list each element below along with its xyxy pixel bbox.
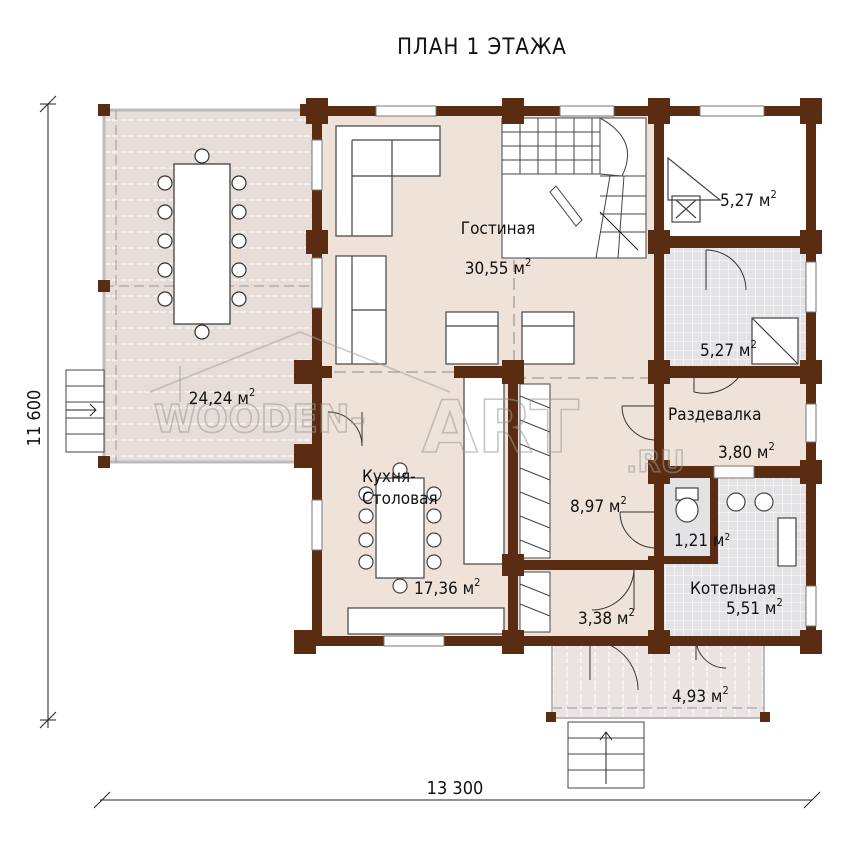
porch-area: 4,93 м2	[672, 684, 729, 707]
living-furniture	[335, 125, 575, 365]
boiler-room-area: 5,51 м2	[726, 596, 783, 619]
kitchen-area: 17,36 м2	[414, 576, 480, 599]
hall-closets	[519, 383, 551, 633]
kitchen-name-line2: Столовая	[362, 489, 438, 509]
terrace-area: 24,24 м2	[189, 386, 255, 409]
dimension-lines	[39, 95, 821, 809]
kitchen-furniture	[347, 375, 505, 635]
bathroom-area: 5,27 м2	[700, 338, 757, 361]
wc-area: 1,21 м2	[674, 531, 730, 551]
dressing-room-area: 3,80 м2	[718, 440, 775, 463]
terrace-stairs	[65, 369, 105, 453]
hall-area: 8,97 м2	[570, 494, 627, 517]
plan-title: ПЛАН 1 ЭТАЖА	[397, 35, 567, 60]
height-dimension-label: 11 600	[24, 390, 45, 447]
dressing-room-name: Раздевалка	[668, 405, 762, 425]
watermark-middle: ART	[422, 385, 579, 469]
room-labels: Гостиная 30,55 м2 Кухня- Столовая 17,36 …	[189, 188, 783, 707]
watermark: WOODEN- ART .RU	[149, 331, 686, 481]
living-room-name: Гостиная	[461, 219, 536, 239]
room-fills	[316, 112, 810, 638]
terrace-dining-set	[157, 148, 247, 340]
width-dimension-label: 13 300	[427, 778, 484, 799]
vestibule-area: 3,38 м2	[578, 606, 635, 629]
bathroom-fixtures	[667, 156, 799, 567]
porch-stairs	[567, 721, 645, 789]
living-room-area: 30,55 м2	[465, 256, 531, 279]
terrace-posts	[98, 104, 310, 468]
watermark-left: WOODEN-	[154, 397, 366, 441]
storage-top-area: 5,27 м2	[720, 188, 777, 211]
staircase	[501, 117, 647, 259]
kitchen-name-line1: Кухня-	[362, 467, 416, 487]
boiler-room-name: Котельная	[690, 579, 776, 599]
log-ends	[294, 98, 822, 654]
windows	[311, 105, 817, 647]
watermark-right: .RU	[626, 445, 685, 480]
